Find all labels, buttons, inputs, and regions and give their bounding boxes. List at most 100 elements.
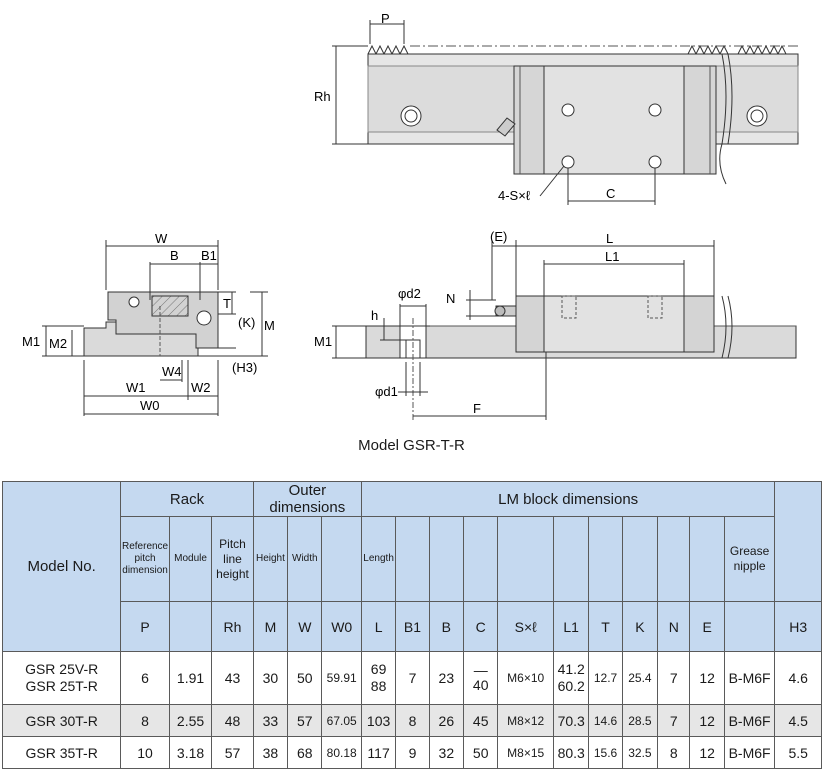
dim-k: (K): [238, 315, 255, 330]
dim-t: T: [223, 296, 231, 311]
cell-rh: 43: [211, 651, 254, 705]
header-grease-line: nipple: [733, 559, 766, 573]
l-line: 69: [370, 661, 387, 677]
dim-n: N: [446, 291, 455, 306]
dim-p: P: [381, 11, 390, 26]
cell-b: 23: [428, 651, 465, 705]
dim-c: C: [606, 186, 615, 201]
cell-n: 7: [657, 651, 691, 705]
model-line: GSR 25T-R: [25, 678, 98, 694]
cell-b: 26: [428, 704, 465, 737]
dim-m1: M1: [22, 334, 40, 349]
model-line: GSR 25V-R: [25, 661, 99, 677]
dim-l: L: [606, 231, 613, 246]
l1-line: 41.2: [557, 661, 585, 677]
symbol-p: P: [120, 601, 170, 652]
header-grease-line: Grease: [729, 544, 770, 558]
dim-w0: W0: [140, 398, 160, 413]
symbol-b1: B1: [395, 601, 430, 652]
cell-model: GSR 25V-R GSR 25T-R: [1, 651, 122, 705]
header-model-no: Model No.: [1, 481, 122, 652]
symbol-k: K: [621, 601, 659, 652]
header-pitch-line: Pitch: [219, 536, 246, 551]
front-view: W B B1 T (K) M M1 M2 W4 (H3) W1 W2: [22, 231, 275, 416]
cell-b: 32: [428, 736, 465, 769]
cell-grease: B-M6F: [723, 704, 776, 737]
header-blank: [588, 516, 623, 602]
symbol-e: E: [689, 601, 725, 652]
top-view: P Rh C 4-S×ℓ: [314, 11, 800, 205]
cell-module: 3.18: [168, 736, 213, 769]
cell-w: 50: [287, 651, 323, 705]
dim-w4: W4: [162, 364, 182, 379]
cell-l: 69 88: [360, 651, 397, 705]
cell-rh: 57: [211, 736, 254, 769]
cell-k: 28.5: [621, 704, 659, 737]
cell-t: 15.6: [588, 736, 623, 769]
cell-sxl: M6×10: [497, 651, 554, 705]
symbol-w0: W0: [321, 601, 362, 652]
symbol-m: M: [252, 601, 289, 652]
cell-t: 14.6: [588, 704, 623, 737]
cell-n: 7: [657, 704, 691, 737]
header-blank: [689, 516, 725, 602]
cell-k: 25.4: [621, 651, 659, 705]
l1-line: 60.2: [557, 678, 585, 694]
cell-e: 12: [689, 736, 725, 769]
header-blank: [657, 516, 691, 602]
cell-e: 12: [689, 651, 725, 705]
dim-b1: B1: [201, 248, 217, 263]
cell-module: 2.55: [168, 704, 213, 737]
symbol-sxl: S×ℓ: [497, 601, 554, 652]
dim-w: W: [155, 231, 168, 246]
dim-d2: φd2: [398, 286, 421, 301]
cell-b1: 7: [395, 651, 430, 705]
symbol-h3: H3: [774, 601, 822, 652]
cell-sxl: M8×15: [497, 736, 554, 769]
header-module: Module: [168, 516, 213, 602]
cell-l: 103: [360, 704, 397, 737]
symbol-module: [168, 601, 213, 652]
symbol-b: B: [428, 601, 465, 652]
header-blank: [428, 516, 465, 602]
cell-p: 8: [120, 704, 170, 737]
cell-l1: 41.2 60.2: [552, 651, 590, 705]
cell-l1: 70.3: [552, 704, 590, 737]
cell-p: 10: [120, 736, 170, 769]
cell-grease: B-M6F: [723, 736, 776, 769]
dim-l1: L1: [605, 249, 619, 264]
cell-w: 57: [287, 704, 323, 737]
dim-m: M: [264, 318, 275, 333]
cell-w0: 80.18: [321, 736, 362, 769]
header-blank: [552, 516, 590, 602]
cell-b1: 9: [395, 736, 430, 769]
cell-h3: 5.5: [774, 736, 822, 769]
symbol-rh: Rh: [211, 601, 254, 652]
cell-model: GSR 30T-R: [1, 704, 122, 737]
table-row: GSR 30T-R 8 2.55 48 33 57 67.05 103 8 26…: [1, 704, 822, 737]
cell-n: 8: [657, 736, 691, 769]
cell-l: 117: [360, 736, 397, 769]
header-pitch-line-height: Pitch line height: [211, 516, 254, 602]
header-width: Width: [287, 516, 323, 602]
dim-holes: 4-S×ℓ: [498, 188, 531, 203]
symbol-l: L: [360, 601, 397, 652]
header-grease-nipple: Grease nipple: [723, 516, 776, 602]
cell-rh: 48: [211, 704, 254, 737]
header-ref-pitch: Reference pitch dimension: [120, 516, 170, 602]
dim-e: (E): [490, 229, 507, 244]
header-height: Height: [252, 516, 289, 602]
header-lm-block-dimensions: LM block dimensions: [360, 481, 776, 517]
symbol-w: W: [287, 601, 323, 652]
c-line: 40: [472, 677, 489, 693]
cell-m: 33: [252, 704, 289, 737]
cell-w0: 67.05: [321, 704, 362, 737]
symbol-grease: [723, 601, 776, 652]
dim-rh: Rh: [314, 89, 331, 104]
spec-table: Model No. Rack Outer dimensions LM block…: [1, 481, 822, 769]
cell-sxl: M8×12: [497, 704, 554, 737]
header-ref-pitch-line: dimension: [122, 565, 168, 576]
header-pitch-line: line: [223, 551, 242, 566]
cell-t: 12.7: [588, 651, 623, 705]
header-ref-pitch-line: pitch: [134, 553, 156, 564]
